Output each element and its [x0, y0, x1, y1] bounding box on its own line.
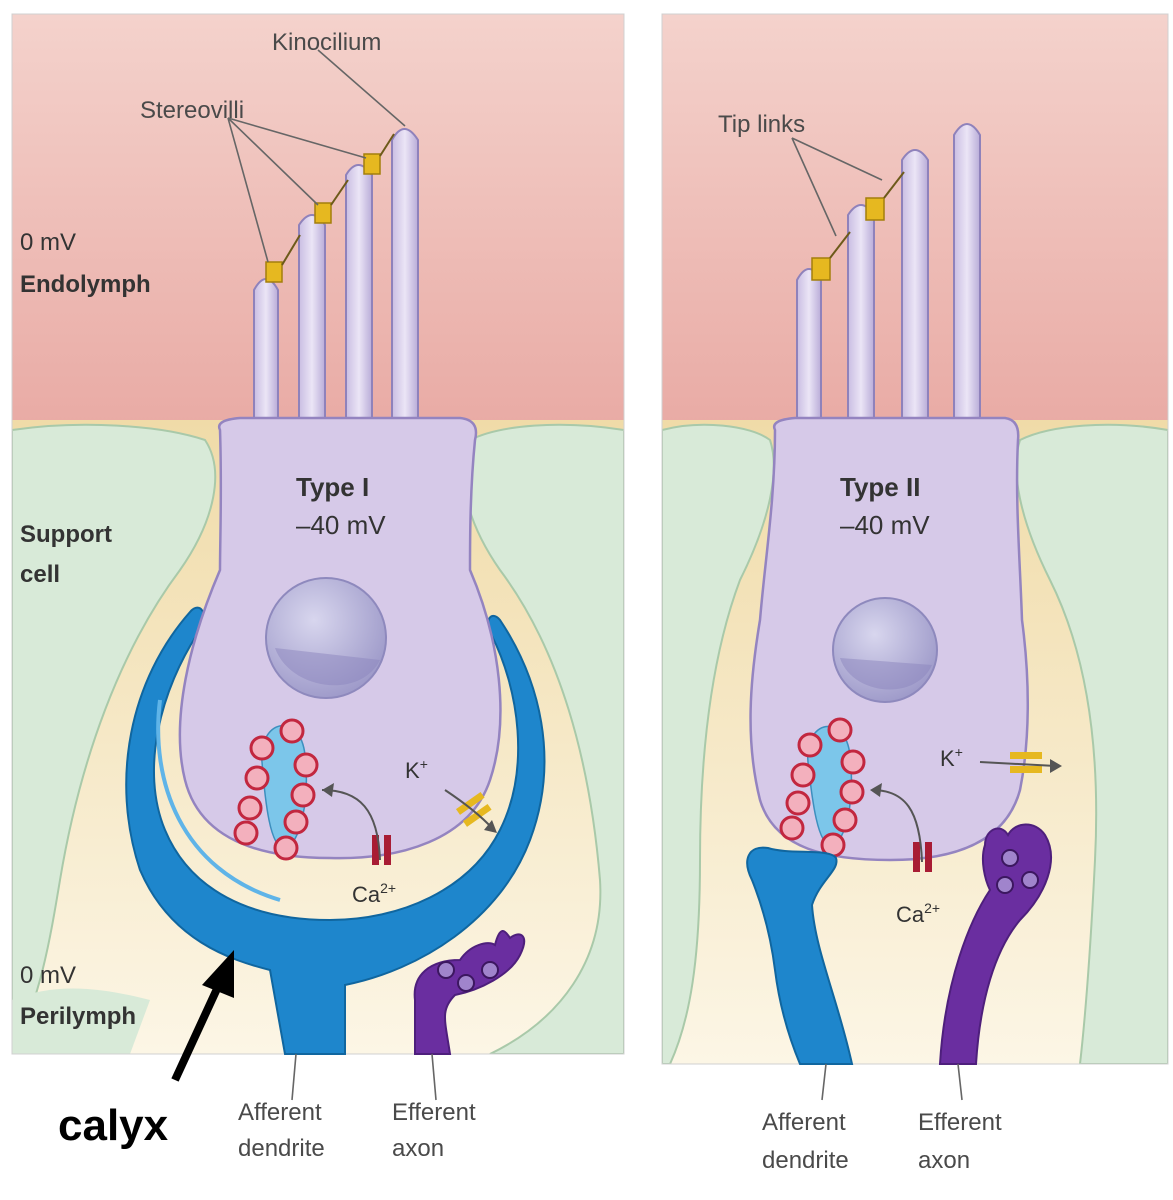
- calcium-label: Ca2+: [896, 900, 940, 927]
- vesicle: [290, 782, 316, 808]
- vesicle: [244, 765, 270, 791]
- synaptic-ribbon: [779, 717, 866, 858]
- afferent-bouton: [746, 846, 854, 1065]
- stereovilli-bundle-right: [796, 123, 981, 421]
- afferent-label-line2: dendrite: [762, 1147, 849, 1174]
- endolymph-mv: 0 mV: [20, 229, 76, 256]
- vesicle: [779, 815, 805, 841]
- efferent-vesicle: [996, 876, 1014, 894]
- synaptic-ribbon: [233, 718, 319, 861]
- efferent-axon-left: [413, 930, 526, 1055]
- support-cell-right: [1015, 423, 1168, 1064]
- cell-mv-label: –40 mV: [840, 510, 930, 540]
- potassium-channel: [1010, 766, 1042, 773]
- vesicle: [233, 820, 259, 846]
- efferent-label-line1: Efferent: [392, 1099, 476, 1126]
- kinocilium: [953, 123, 981, 421]
- support-cell-label-line1: Support: [20, 521, 112, 548]
- panel-type-1: Kinocilium Stereovilli 0 mV Endolymph Su…: [11, 13, 625, 1162]
- mechanotransduction-channel: [265, 261, 283, 283]
- stereovillus: [901, 149, 929, 421]
- panel-type-2: Tip links Type II –40 mV K+ Ca2+ Afferen…: [661, 13, 1169, 1174]
- vesicle: [293, 752, 319, 778]
- tip-link: [379, 133, 395, 157]
- tip-link: [883, 171, 905, 199]
- efferent-vesicle: [1021, 871, 1039, 889]
- stereovillus: [345, 164, 373, 431]
- tip-link: [281, 234, 301, 266]
- afferent-label-line2: dendrite: [238, 1135, 325, 1162]
- potassium-channel: [455, 791, 485, 815]
- calyx-label: calyx: [58, 1101, 169, 1150]
- vesicle: [839, 779, 865, 805]
- efferent-label-line1: Efferent: [918, 1109, 1002, 1136]
- calcium-flow-arrow: [321, 789, 381, 861]
- vesicle: [827, 717, 853, 743]
- vesicle: [283, 809, 309, 835]
- support-cell-label-line2: cell: [20, 561, 60, 588]
- cell-type-label: Type I: [296, 472, 369, 502]
- calcium-channel: [384, 835, 391, 865]
- calcium-channel: [925, 842, 932, 872]
- cell-type-label: Type II: [840, 472, 920, 502]
- stereovillus: [298, 214, 326, 431]
- endolymph-label: Endolymph: [20, 271, 151, 298]
- stereovillus: [253, 278, 279, 431]
- support-cell-right: [462, 423, 624, 1054]
- potassium-label: K+: [405, 756, 428, 783]
- vesicle: [840, 749, 866, 775]
- afferent-label-line1: Afferent: [762, 1109, 846, 1136]
- stereovillus: [796, 268, 822, 421]
- potassium-label: K+: [940, 744, 963, 771]
- vesicle: [785, 790, 811, 816]
- efferent-vesicle: [457, 974, 475, 992]
- vesicle: [273, 835, 299, 861]
- calyx-highlight: [156, 699, 281, 902]
- support-cell-bottom: [12, 988, 150, 1054]
- kinocilium-label: Kinocilium: [272, 29, 381, 56]
- vesicle: [797, 732, 823, 758]
- mechanotransduction-channel: [811, 257, 831, 281]
- potassium-channel: [1010, 752, 1042, 759]
- tip-links-label: Tip links: [718, 111, 805, 138]
- calcium-label: Ca2+: [352, 880, 396, 907]
- mechanotransduction-channel: [314, 202, 332, 224]
- cell-mv-label: –40 mV: [296, 510, 386, 540]
- calcium-channel: [372, 835, 379, 865]
- calyx-pointer-arrow: [171, 976, 226, 1082]
- perilymph-label: Perilymph: [20, 1003, 136, 1030]
- vesicle: [832, 807, 858, 833]
- support-cell-left: [12, 423, 217, 1054]
- kinocilium: [391, 128, 419, 431]
- perilymph-mv: 0 mV: [20, 962, 76, 989]
- potassium-channel: [462, 803, 492, 827]
- vesicle: [249, 735, 275, 761]
- tip-link: [829, 231, 851, 259]
- efferent-label-line2: axon: [918, 1147, 970, 1174]
- calcium-channel: [913, 842, 920, 872]
- mechanotransduction-channel: [865, 197, 885, 221]
- stereovillus: [847, 204, 875, 421]
- efferent-vesicle: [437, 961, 455, 979]
- efferent-vesicle: [481, 961, 499, 979]
- stereovilli-bundle-left: [253, 128, 419, 431]
- vesicle: [237, 795, 263, 821]
- potassium-flow-arrow: [979, 761, 1057, 767]
- mechanotransduction-channel: [363, 153, 381, 175]
- calcium-flow-arrow: [871, 789, 923, 863]
- stereovilli-label: Stereovilli: [140, 97, 244, 124]
- tip-link: [330, 179, 349, 206]
- vesicle: [790, 762, 816, 788]
- support-cell-left: [662, 423, 775, 1064]
- vesicle: [279, 718, 305, 744]
- efferent-label-line2: axon: [392, 1135, 444, 1162]
- afferent-label-line1: Afferent: [238, 1099, 322, 1126]
- efferent-vesicle: [1001, 849, 1019, 867]
